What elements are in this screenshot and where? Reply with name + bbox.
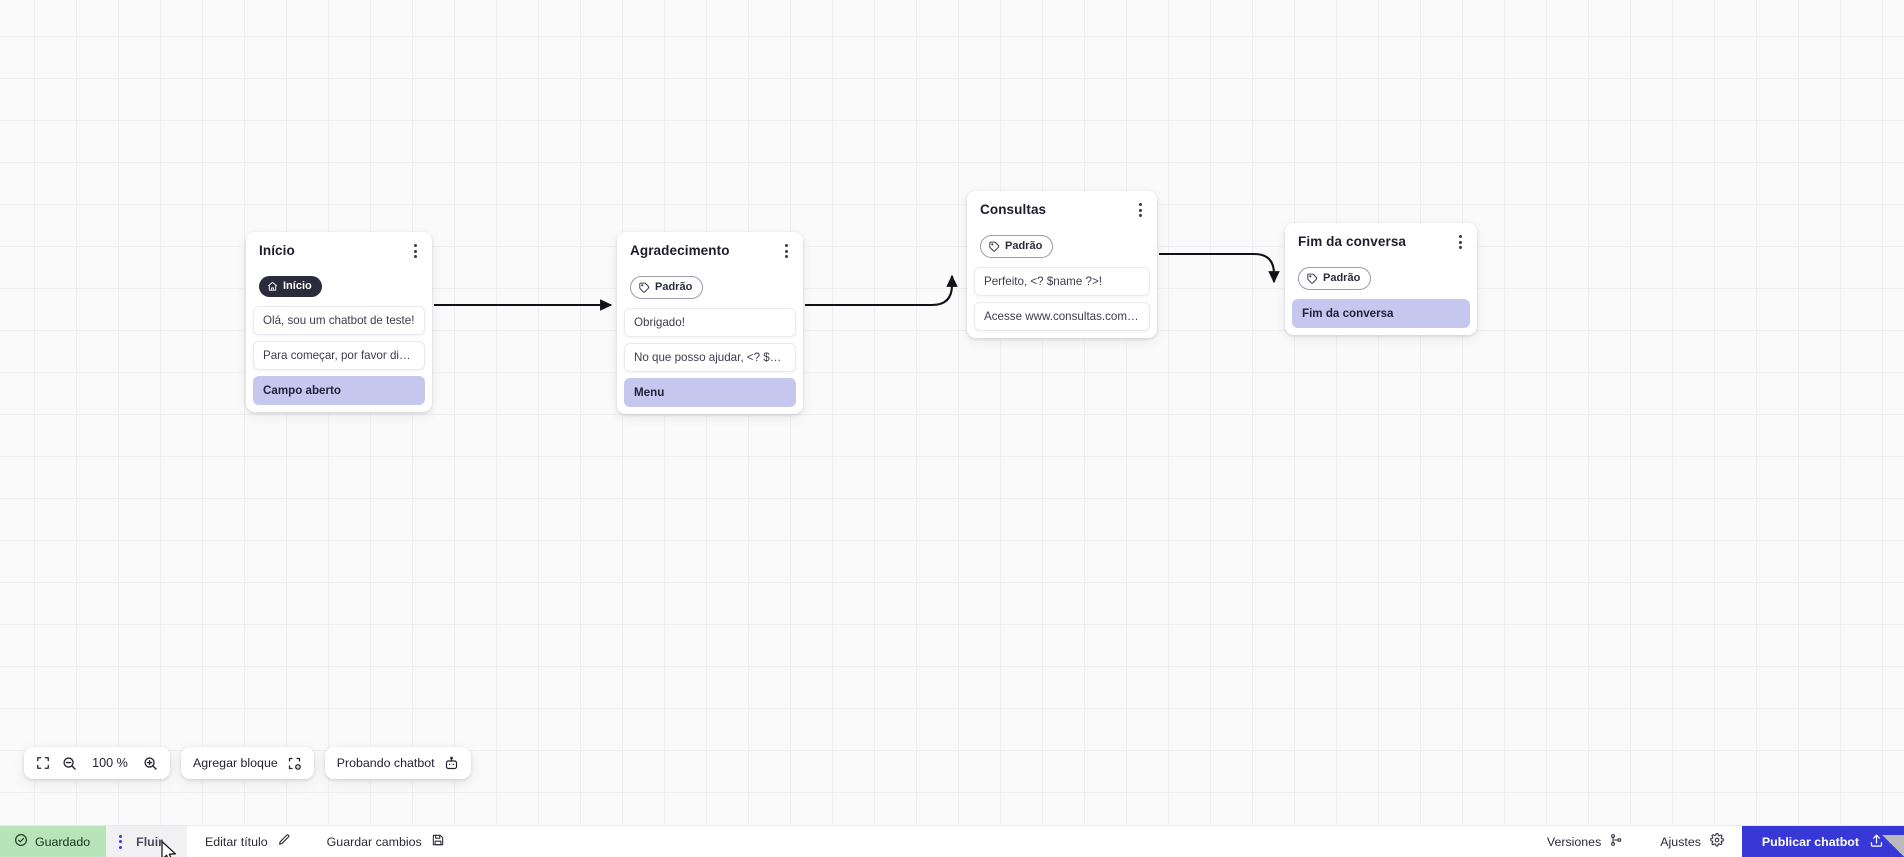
edge-agradecimento-consultas [805, 274, 958, 307]
node-message[interactable]: Para começar, por favor digite o ... [253, 341, 425, 370]
node-header: Consultas [967, 191, 1157, 227]
node-title: Início [259, 243, 295, 258]
node-header: Agradecimento [617, 232, 803, 268]
add-block-label: Agregar bloque [193, 756, 278, 770]
node-menu-button[interactable] [407, 242, 423, 260]
pencil-icon [277, 833, 291, 850]
save-changes-button[interactable]: Guardar cambios [309, 826, 463, 857]
connection-edges [434, 252, 1280, 311]
node-message[interactable]: No que posso ajudar, <? $name ... [624, 343, 796, 372]
flow-node-fim-da-conversa[interactable]: Fim da conversa Padrão Fim da conversa [1285, 223, 1477, 335]
floppy-disk-icon [431, 833, 445, 850]
node-messages: Olá, sou um chatbot de teste! Para começ… [246, 306, 432, 405]
node-badge-label: Início [283, 280, 312, 292]
node-header: Fim da conversa [1285, 223, 1477, 259]
status-bar: Guardado Fluir Editar título Guardar cam… [0, 825, 1904, 857]
publish-chatbot-button[interactable]: Publicar chatbot [1741, 826, 1904, 857]
node-title: Fim da conversa [1298, 234, 1407, 249]
edit-title-label: Editar título [204, 834, 268, 849]
add-block-group: Agregar bloque [181, 747, 314, 779]
node-message-accent[interactable]: Campo aberto [253, 376, 425, 405]
node-badge-row: Início [246, 276, 432, 297]
check-circle-icon [14, 833, 28, 850]
edge-consultas-fim [1159, 252, 1280, 284]
tag-icon [989, 241, 1000, 252]
flow-node-inicio[interactable]: Início Início Olá, sou um chatbot de tes… [246, 232, 432, 412]
node-menu-button[interactable] [1452, 233, 1468, 251]
flow-node-agradecimento[interactable]: Agradecimento Padrão Obrigado! No que po… [617, 232, 803, 414]
flow-node-consultas[interactable]: Consultas Padrão Perfeito, <? $name ?>! … [967, 191, 1157, 338]
versions-label: Versiones [1546, 834, 1602, 849]
node-badge[interactable]: Padrão [630, 276, 704, 299]
gear-icon [1710, 833, 1724, 850]
node-message-accent[interactable]: Fim da conversa [1292, 299, 1470, 328]
upload-icon [1869, 833, 1884, 851]
robot-icon [444, 756, 459, 771]
tab-fluir[interactable]: Fluir [106, 826, 187, 857]
fit-screen-icon[interactable] [36, 756, 50, 770]
node-message[interactable]: Acesse www.consultas.com par... [974, 302, 1150, 331]
node-title: Consultas [980, 202, 1047, 217]
node-badge[interactable]: Padrão [980, 235, 1054, 258]
tag-icon [639, 282, 650, 293]
tab-fluir-label: Fluir [136, 834, 163, 849]
flow-canvas[interactable]: Início Início Olá, sou um chatbot de tes… [0, 0, 1904, 825]
node-message-accent[interactable]: Menu [624, 378, 796, 407]
saved-label: Guardado [35, 834, 91, 849]
node-menu-button[interactable] [778, 242, 794, 260]
node-badge-label: Padrão [1323, 272, 1361, 284]
node-badge-label: Padrão [655, 281, 693, 293]
node-title: Agradecimento [630, 243, 730, 258]
node-badge-row: Padrão [1285, 267, 1477, 290]
node-badge-row: Padrão [967, 235, 1157, 258]
save-changes-label: Guardar cambios [326, 834, 422, 849]
edit-title-button[interactable]: Editar título [187, 826, 309, 857]
node-message[interactable]: Olá, sou um chatbot de teste! [253, 306, 425, 335]
zoom-in-icon[interactable] [143, 756, 158, 771]
node-message[interactable]: Obrigado! [624, 308, 796, 337]
node-messages: Perfeito, <? $name ?>! Acesse www.consul… [967, 267, 1157, 331]
node-badge-row: Padrão [617, 276, 803, 299]
zoom-level[interactable]: 100 % [92, 756, 128, 770]
zoom-controls: 100 % [24, 747, 170, 779]
home-icon [267, 281, 278, 291]
node-header: Início [246, 232, 432, 268]
canvas-toolbar: 100 % Agregar bloque [24, 747, 471, 779]
test-chatbot-label: Probando chatbot [336, 756, 435, 770]
test-chatbot-button[interactable]: Probando chatbot [337, 756, 459, 771]
add-block-icon [287, 756, 302, 771]
test-chatbot-group: Probando chatbot [324, 747, 471, 779]
versions-button[interactable]: Versiones [1529, 826, 1642, 857]
node-messages: Obrigado! No que posso ajudar, <? $name … [617, 308, 803, 407]
node-messages: Fim da conversa [1285, 299, 1477, 328]
branch-icon [1610, 833, 1624, 850]
node-badge[interactable]: Padrão [1298, 267, 1372, 290]
publish-label: Publicar chatbot [1761, 834, 1859, 849]
settings-button[interactable]: Ajustes [1642, 826, 1742, 857]
add-block-button[interactable]: Agregar bloque [193, 756, 302, 771]
zoom-out-icon[interactable] [62, 756, 77, 771]
status-bar-right: Versiones Ajustes [1529, 826, 1904, 857]
node-badge-label: Padrão [1005, 240, 1043, 252]
node-badge[interactable]: Início [259, 276, 322, 297]
tag-icon [1307, 273, 1318, 284]
saved-status-badge: Guardado [0, 826, 107, 857]
node-message[interactable]: Perfeito, <? $name ?>! [974, 267, 1150, 296]
settings-label: Ajustes [1660, 834, 1701, 849]
drag-dots-icon[interactable] [119, 834, 123, 849]
node-menu-button[interactable] [1132, 201, 1148, 219]
